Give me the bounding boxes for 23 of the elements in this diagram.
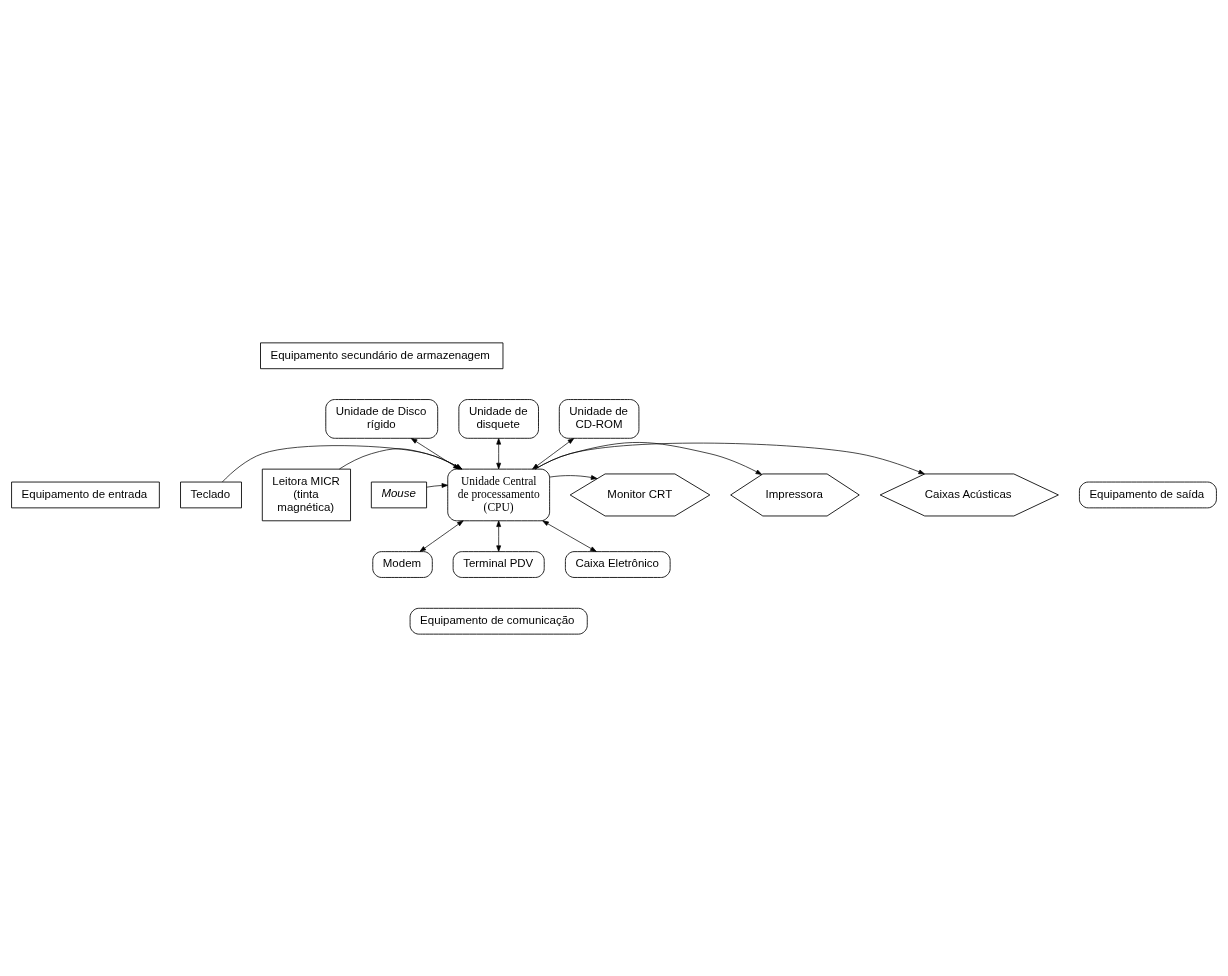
arrow [549, 474, 598, 480]
node-box: Equipamento de entrada [11, 481, 160, 508]
node-box: Teclado [180, 481, 242, 508]
node-box: Caixa Eletrônico [564, 550, 671, 578]
arrow [496, 520, 502, 552]
node-box: Equipamento de saída [1079, 481, 1217, 508]
node-box: Unidade de CD-ROM [558, 398, 640, 439]
node-box: Mouse [370, 481, 427, 508]
arrow [534, 442, 925, 474]
arrow [542, 520, 597, 552]
arrow [496, 437, 502, 469]
arrow [426, 482, 449, 488]
node-box: Leitora MICR (tinta magnética) [261, 468, 351, 521]
node-box: Modem [372, 550, 433, 578]
arrow [419, 520, 464, 552]
arrow [532, 437, 575, 469]
node-box: Unidade de Disco rígido [325, 398, 439, 439]
arrow [534, 441, 763, 475]
node-box: Unidade de disquete [458, 398, 539, 439]
node-box: Equipamento de comunicação [409, 607, 588, 635]
node-box: Equipamento secundário de armazenagem [260, 341, 504, 369]
node-box: Unidade Central de processamento (CPU) [447, 468, 551, 521]
node-box: Terminal PDV [452, 550, 545, 578]
